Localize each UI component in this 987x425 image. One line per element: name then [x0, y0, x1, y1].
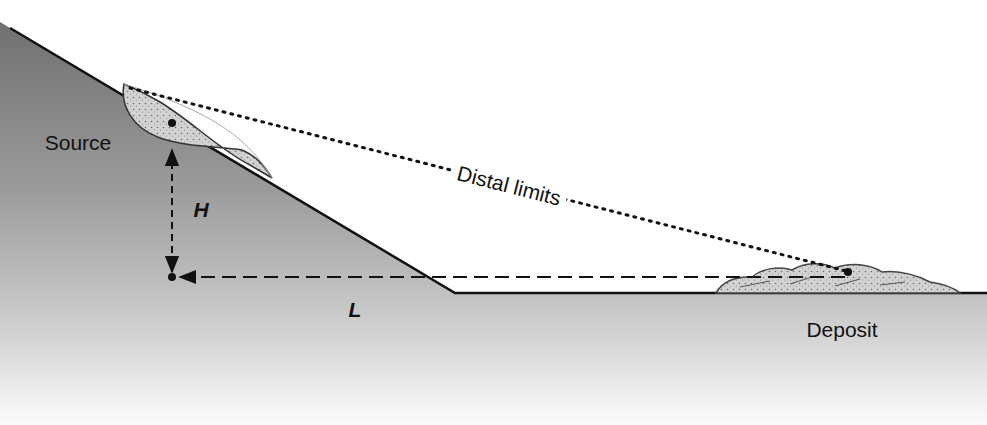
deposit-label: Deposit — [806, 318, 877, 341]
ground — [0, 22, 987, 425]
length-symbol: L — [349, 298, 362, 321]
distal-limits-label: Distal limits — [449, 159, 570, 213]
ground-surface — [10, 28, 987, 293]
deposit-point — [844, 268, 852, 276]
length-dimension — [180, 276, 848, 278]
source-point — [168, 119, 176, 127]
source-debris — [124, 84, 272, 178]
distal-limit-line — [130, 88, 850, 272]
source-scar — [123, 84, 272, 178]
reference-point — [168, 273, 176, 281]
height-symbol: H — [193, 198, 208, 221]
source-label: Source — [45, 131, 112, 154]
deposit-texture — [740, 277, 905, 287]
height-dimension — [171, 150, 173, 272]
